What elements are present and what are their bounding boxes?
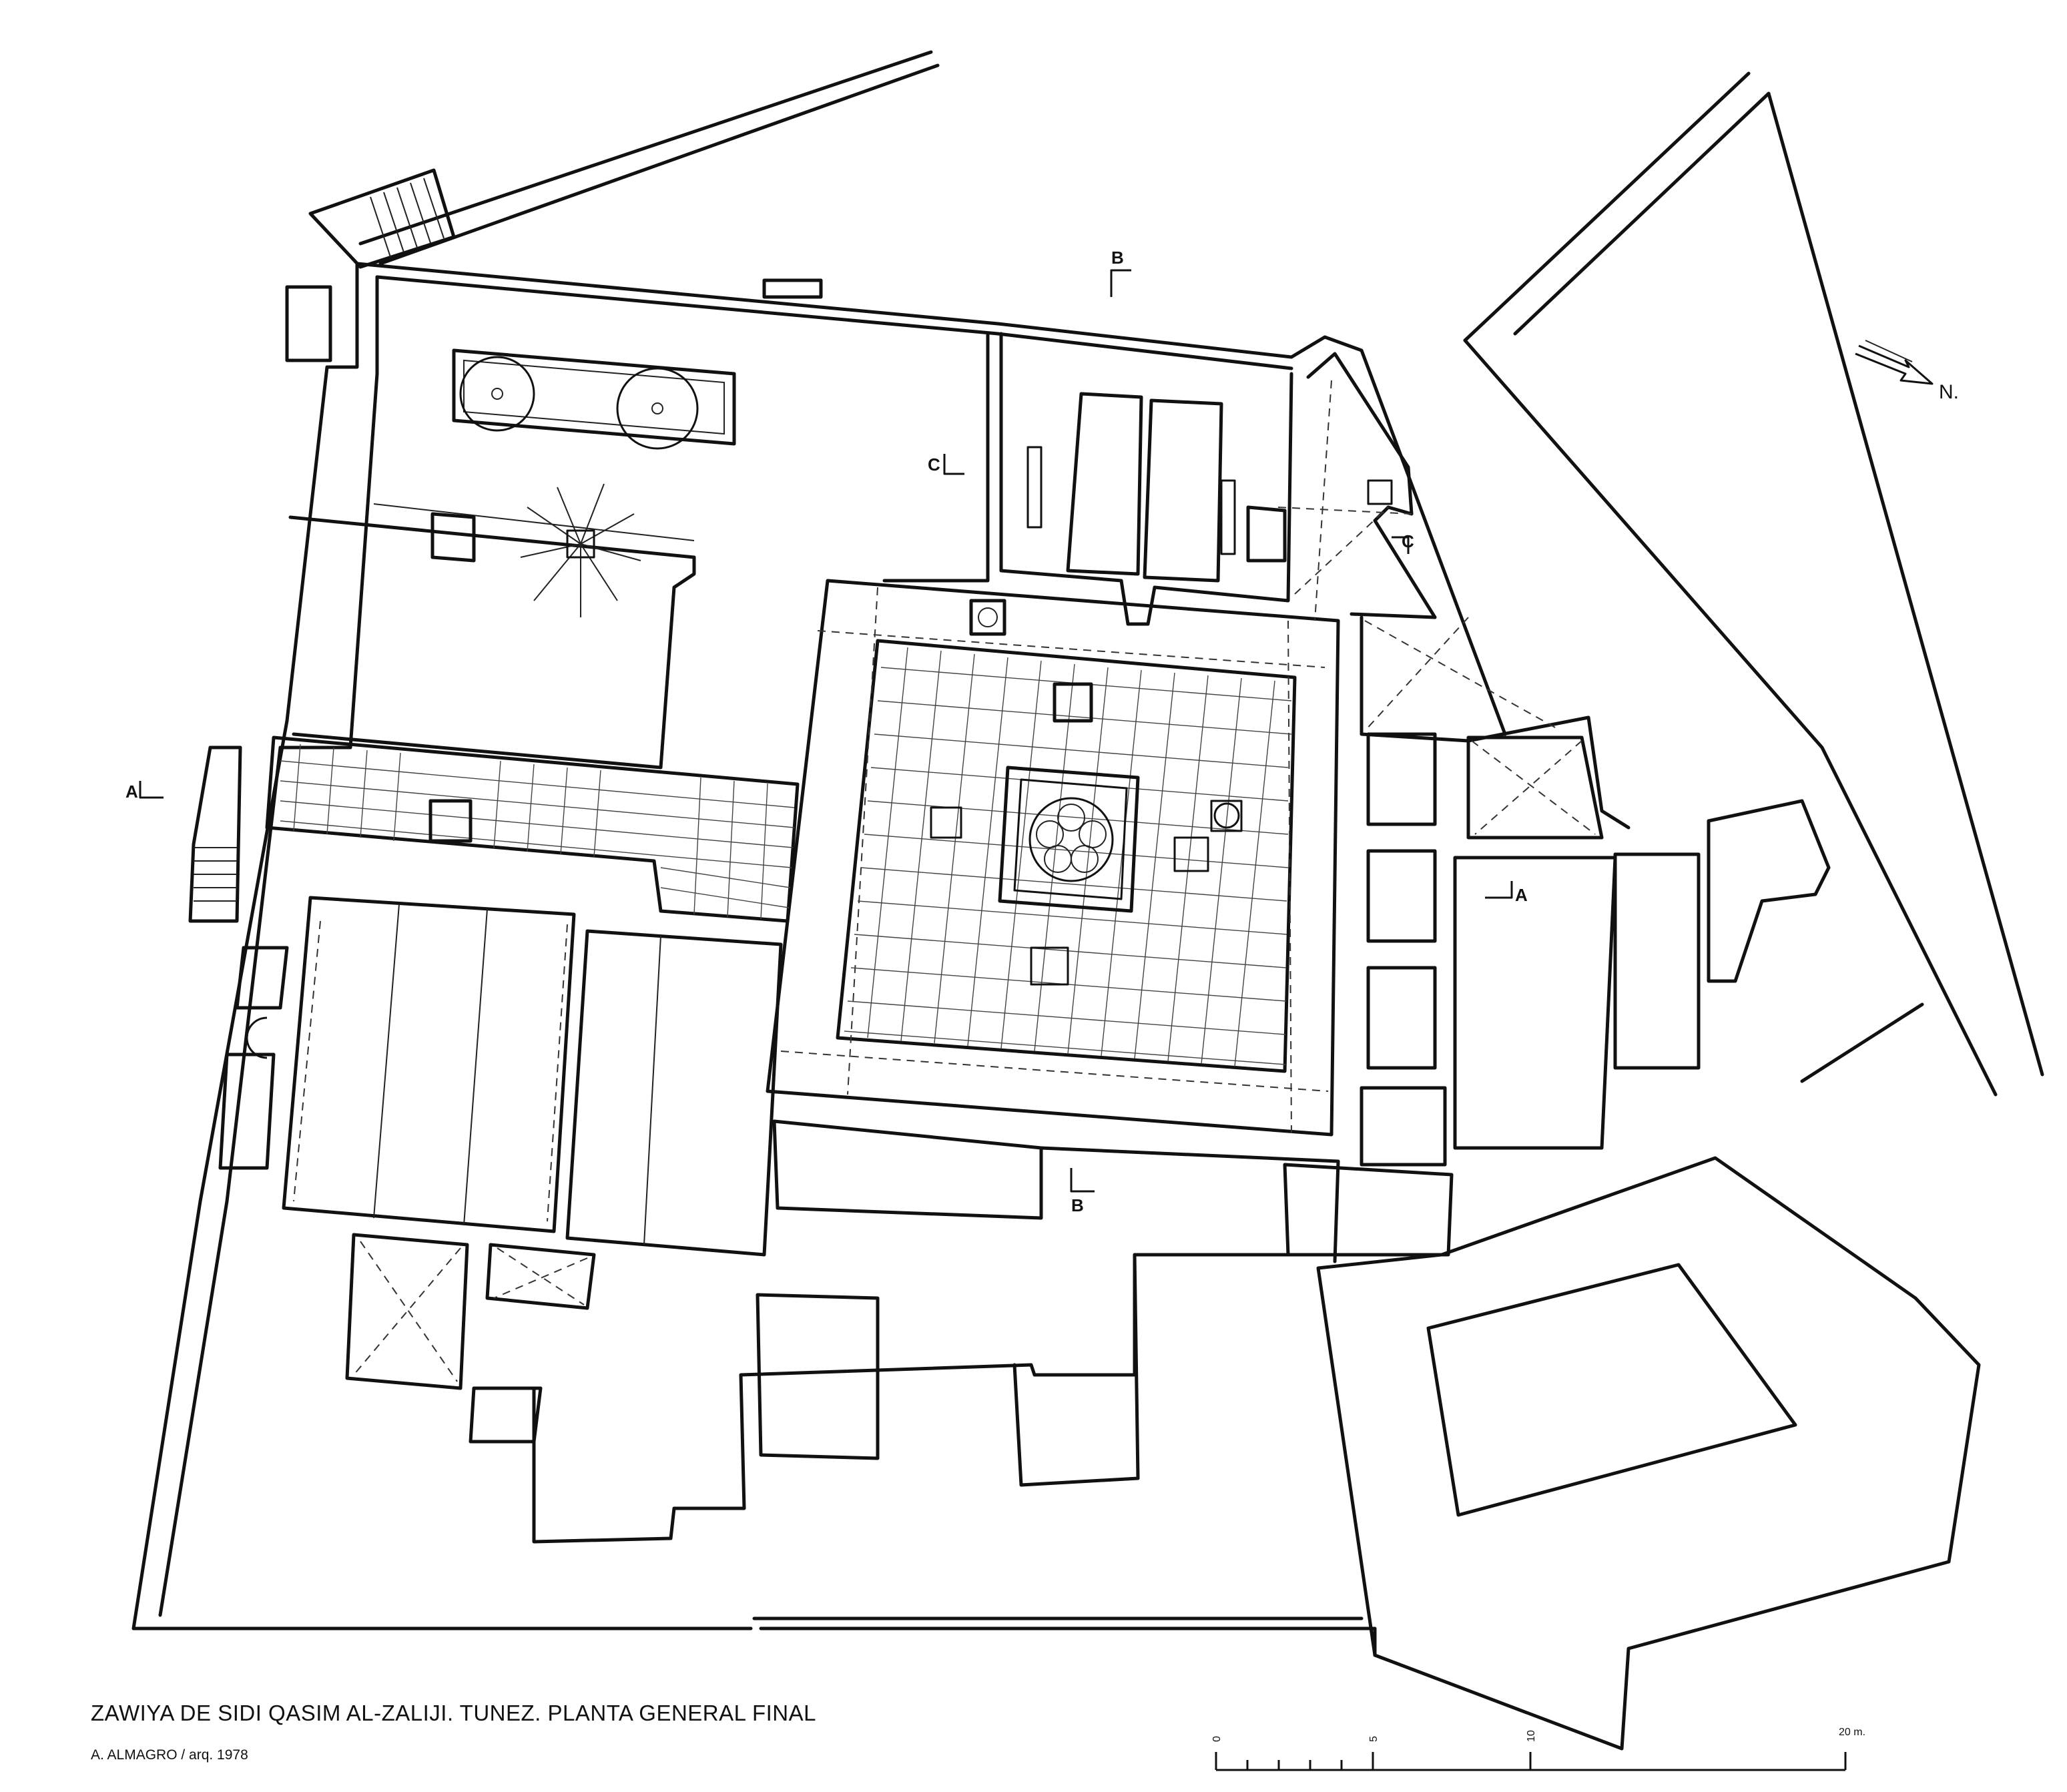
scale-tick-10: 10 <box>1526 1730 1537 1742</box>
section-label-c-left: C <box>928 455 940 475</box>
scale-bar: 0 5 10 20 m. <box>1211 1727 1865 1771</box>
section-label-c-right: C <box>1402 531 1414 551</box>
entrance-stair-top <box>285 168 456 362</box>
section-marker-c-left: C <box>928 454 964 475</box>
star-plant <box>520 483 641 617</box>
section-label-b-bottom: B <box>1071 1195 1084 1215</box>
drawing-credit: A. ALMAGRO / arq. 1978 <box>91 1747 248 1763</box>
north-arrow: N. <box>1855 340 1959 403</box>
scale-tick-20: 20 m. <box>1839 1727 1865 1738</box>
section-label-a-left: A <box>125 782 138 802</box>
street-lines <box>358 50 2044 1097</box>
section-marker-b-bottom: B <box>1070 1168 1095 1215</box>
courtyard-paving <box>844 647 1292 1067</box>
section-marker-b-top: B <box>1110 248 1131 297</box>
north-rooms <box>999 332 1437 626</box>
north-label: N. <box>1939 381 1959 403</box>
section-label-a-right: A <box>1515 885 1528 905</box>
section-marker-a-left: A <box>125 781 164 802</box>
central-courtyard <box>766 579 1340 1137</box>
scale-tick-0: 0 <box>1211 1736 1223 1742</box>
west-corridor <box>188 735 800 923</box>
outer-walls <box>131 262 1507 1657</box>
drawing-title: ZAWIYA DE SIDI QASIM AL-ZALIJI. TUNEZ. P… <box>91 1701 816 1725</box>
prayer-hall <box>218 896 783 1444</box>
section-marker-c-right: C <box>1392 531 1414 554</box>
east-rooms <box>1360 615 1831 1167</box>
scale-tick-5: 5 <box>1368 1736 1380 1742</box>
south-yards <box>532 1119 1981 1751</box>
section-marker-a-right: A <box>1485 881 1528 905</box>
garden-court <box>288 332 990 770</box>
section-label-b-top: B <box>1111 248 1124 268</box>
central-fountain <box>998 766 1140 913</box>
